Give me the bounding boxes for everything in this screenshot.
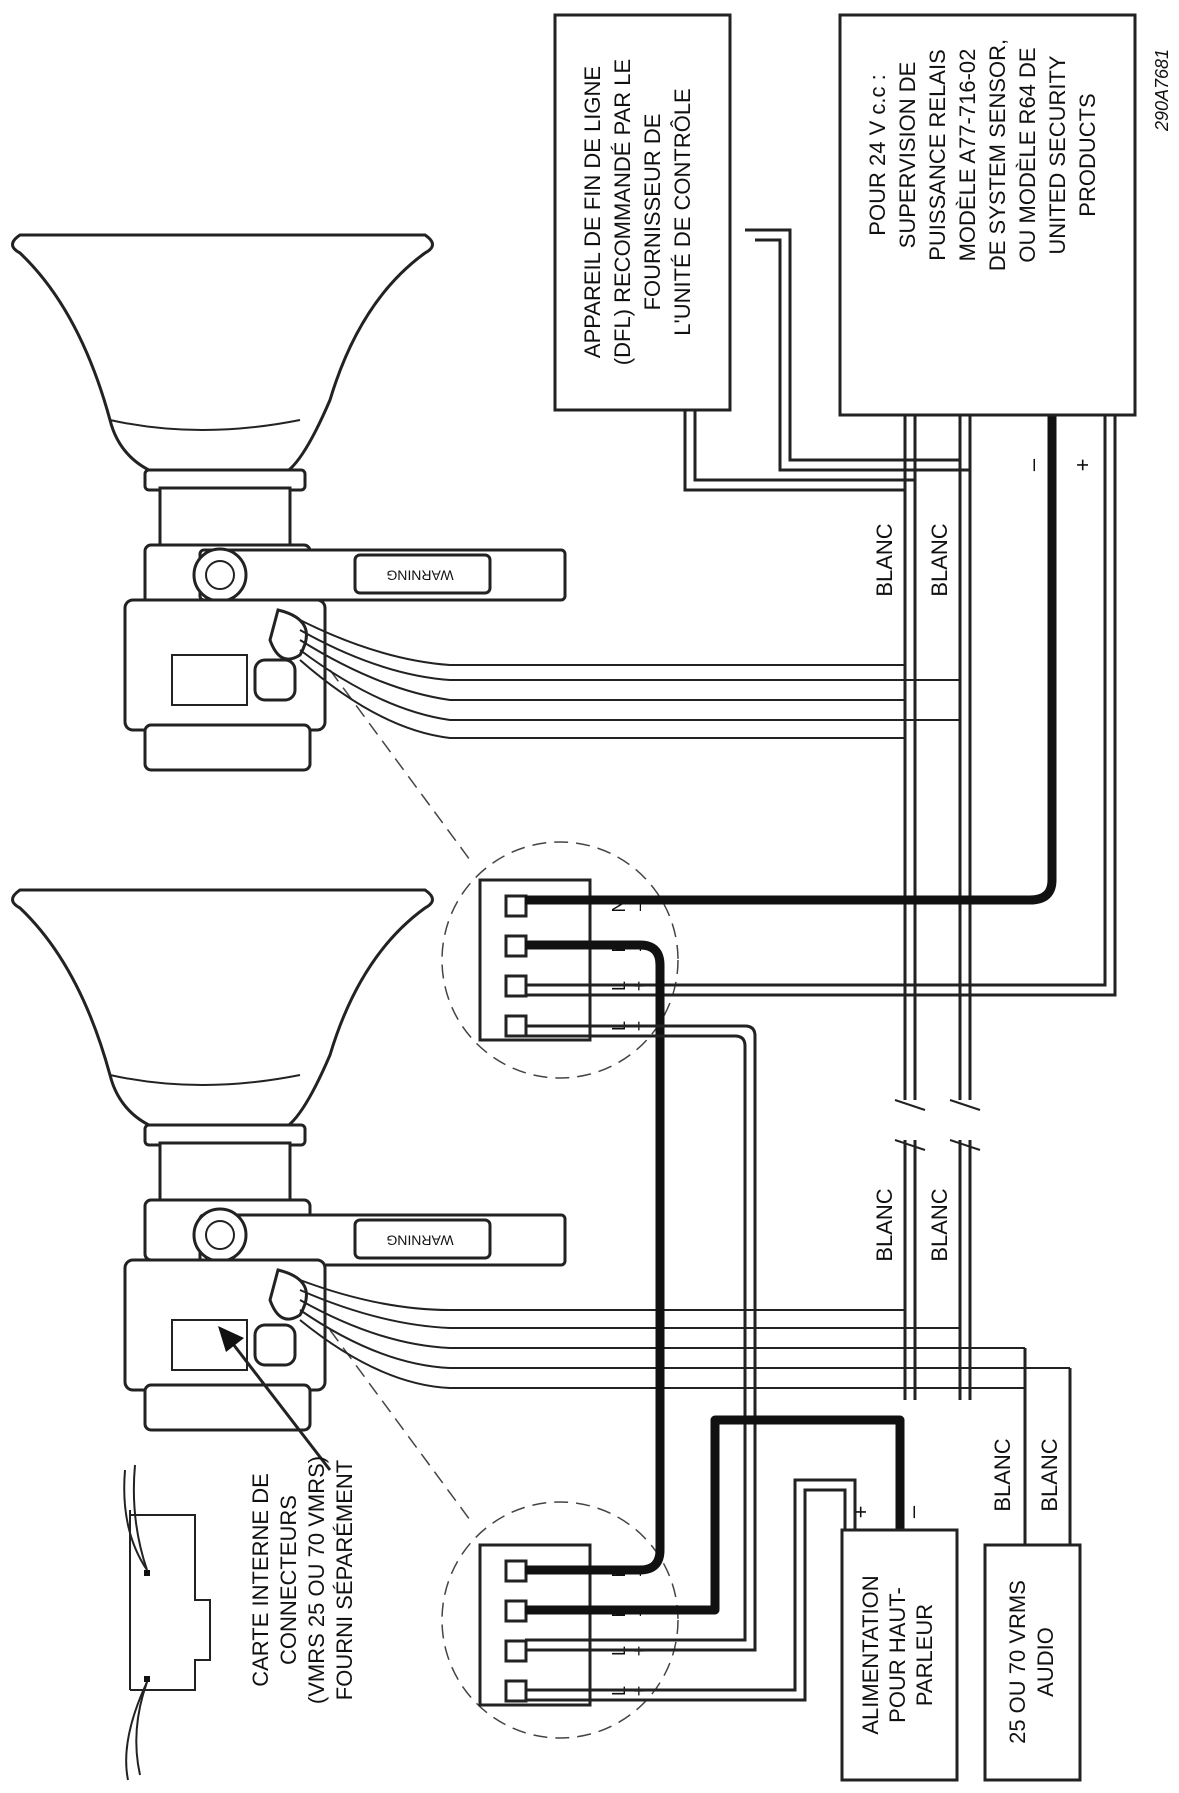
- polarity-minus: –: [900, 1505, 925, 1518]
- svg-text:FOURNI SÉPARÉMENT: FOURNI SÉPARÉMENT: [332, 1460, 357, 1700]
- terminal-detail-circle-bottom: [441, 1501, 679, 1739]
- svg-text:CONNECTEURS: CONNECTEURS: [276, 1495, 301, 1665]
- connector-card-location: [171, 1319, 248, 1371]
- svg-text:PRODUCTS: PRODUCTS: [1075, 93, 1100, 216]
- svg-text:CARTE INTERNE DE: CARTE INTERNE DE: [248, 1473, 273, 1687]
- speaker-bottom: WARNING: [11, 888, 567, 1432]
- n-minus-jumper: [525, 940, 665, 1575]
- connector-note: CARTE INTERNE DE CONNECTEURS (VMRS 25 OU…: [218, 1326, 357, 1704]
- svg-text:POUR HAUT-: POUR HAUT-: [885, 1587, 910, 1723]
- eol-wires: [683, 228, 970, 492]
- svg-text:FOURNISSEUR DE: FOURNISSEUR DE: [640, 114, 665, 311]
- svg-text:–: –: [629, 901, 649, 911]
- svg-text:APPAREIL DE FIN DE LIGNE: APPAREIL DE FIN DE LIGNE: [580, 66, 605, 358]
- svg-text:(DFL) RECOMMANDÉ PAR LE: (DFL) RECOMMANDÉ PAR LE: [610, 59, 635, 365]
- eol-device-box: APPAREIL DE FIN DE LIGNE (DFL) RECOMMAND…: [553, 13, 732, 412]
- svg-text:UNITED SECURITY: UNITED SECURITY: [1045, 55, 1070, 255]
- svg-text:PARLEUR: PARLEUR: [912, 1604, 937, 1706]
- polarity-plus: +: [1070, 459, 1095, 472]
- svg-text:(VMRS 25 OU 70 VMRS): (VMRS 25 OU 70 VMRS): [304, 1456, 329, 1704]
- warning-label-top: WARNING: [386, 567, 453, 583]
- svg-text:MODÈLE A77-716-02: MODÈLE A77-716-02: [955, 49, 980, 262]
- wire-label-blanc: BLANC: [927, 523, 952, 596]
- connector-card-icon: [123, 1464, 211, 1781]
- svg-text:OU MODÈLE R64 DE: OU MODÈLE R64 DE: [1015, 47, 1040, 262]
- svg-text:L'UNITÉ DE CONTRÔLE: L'UNITÉ DE CONTRÔLE: [670, 88, 695, 335]
- speaker-top: WARNING: [11, 233, 567, 772]
- terminal-block-top: N – N – L + L +: [478, 878, 649, 1042]
- power-negative-wire: [525, 1415, 905, 1615]
- figure-code: 290A7681: [1152, 49, 1172, 132]
- horn-bell-top: [11, 233, 434, 477]
- wire-label-blanc: BLANC: [872, 1188, 897, 1261]
- wire-label-blanc: BLANC: [927, 1188, 952, 1261]
- svg-text:ALIMENTATION: ALIMENTATION: [858, 1575, 883, 1734]
- speaker-power-box: ALIMENTATION POUR HAUT- PARLEUR: [840, 1528, 959, 1782]
- speaker-bottom-leads: [299, 1279, 1070, 1389]
- polarity-plus: +: [848, 1506, 873, 1519]
- svg-text:AUDIO: AUDIO: [1033, 1627, 1058, 1697]
- svg-text:SUPERVISION DE: SUPERVISION DE: [895, 62, 920, 249]
- warning-label-bottom: WARNING: [386, 1232, 453, 1248]
- white-wires: [894, 310, 1072, 1560]
- polarity-minus: –: [1020, 458, 1045, 471]
- svg-text:DE SYSTEM SENSOR,: DE SYSTEM SENSOR,: [985, 39, 1010, 271]
- speaker-top-leads: [299, 619, 960, 739]
- horn-bell-bottom: [11, 888, 434, 1132]
- wire-label-blanc: BLANC: [990, 1438, 1015, 1511]
- audio-source-box: 25 OU 70 VRMS AUDIO: [983, 1543, 1082, 1782]
- svg-text:POUR 24 V c.c :: POUR 24 V c.c :: [865, 74, 890, 235]
- svg-text:25 OU 70 VRMS: 25 OU 70 VRMS: [1005, 1580, 1030, 1744]
- svg-text:PUISSANCE RELAIS: PUISSANCE RELAIS: [925, 49, 950, 261]
- supervision-relay-box: POUR 24 V c.c : SUPERVISION DE PUISSANCE…: [838, 13, 1137, 417]
- wire-label-blanc: BLANC: [1037, 1438, 1062, 1511]
- wire-label-blanc: BLANC: [872, 523, 897, 596]
- terminal-detail-circle-top: [441, 841, 679, 1079]
